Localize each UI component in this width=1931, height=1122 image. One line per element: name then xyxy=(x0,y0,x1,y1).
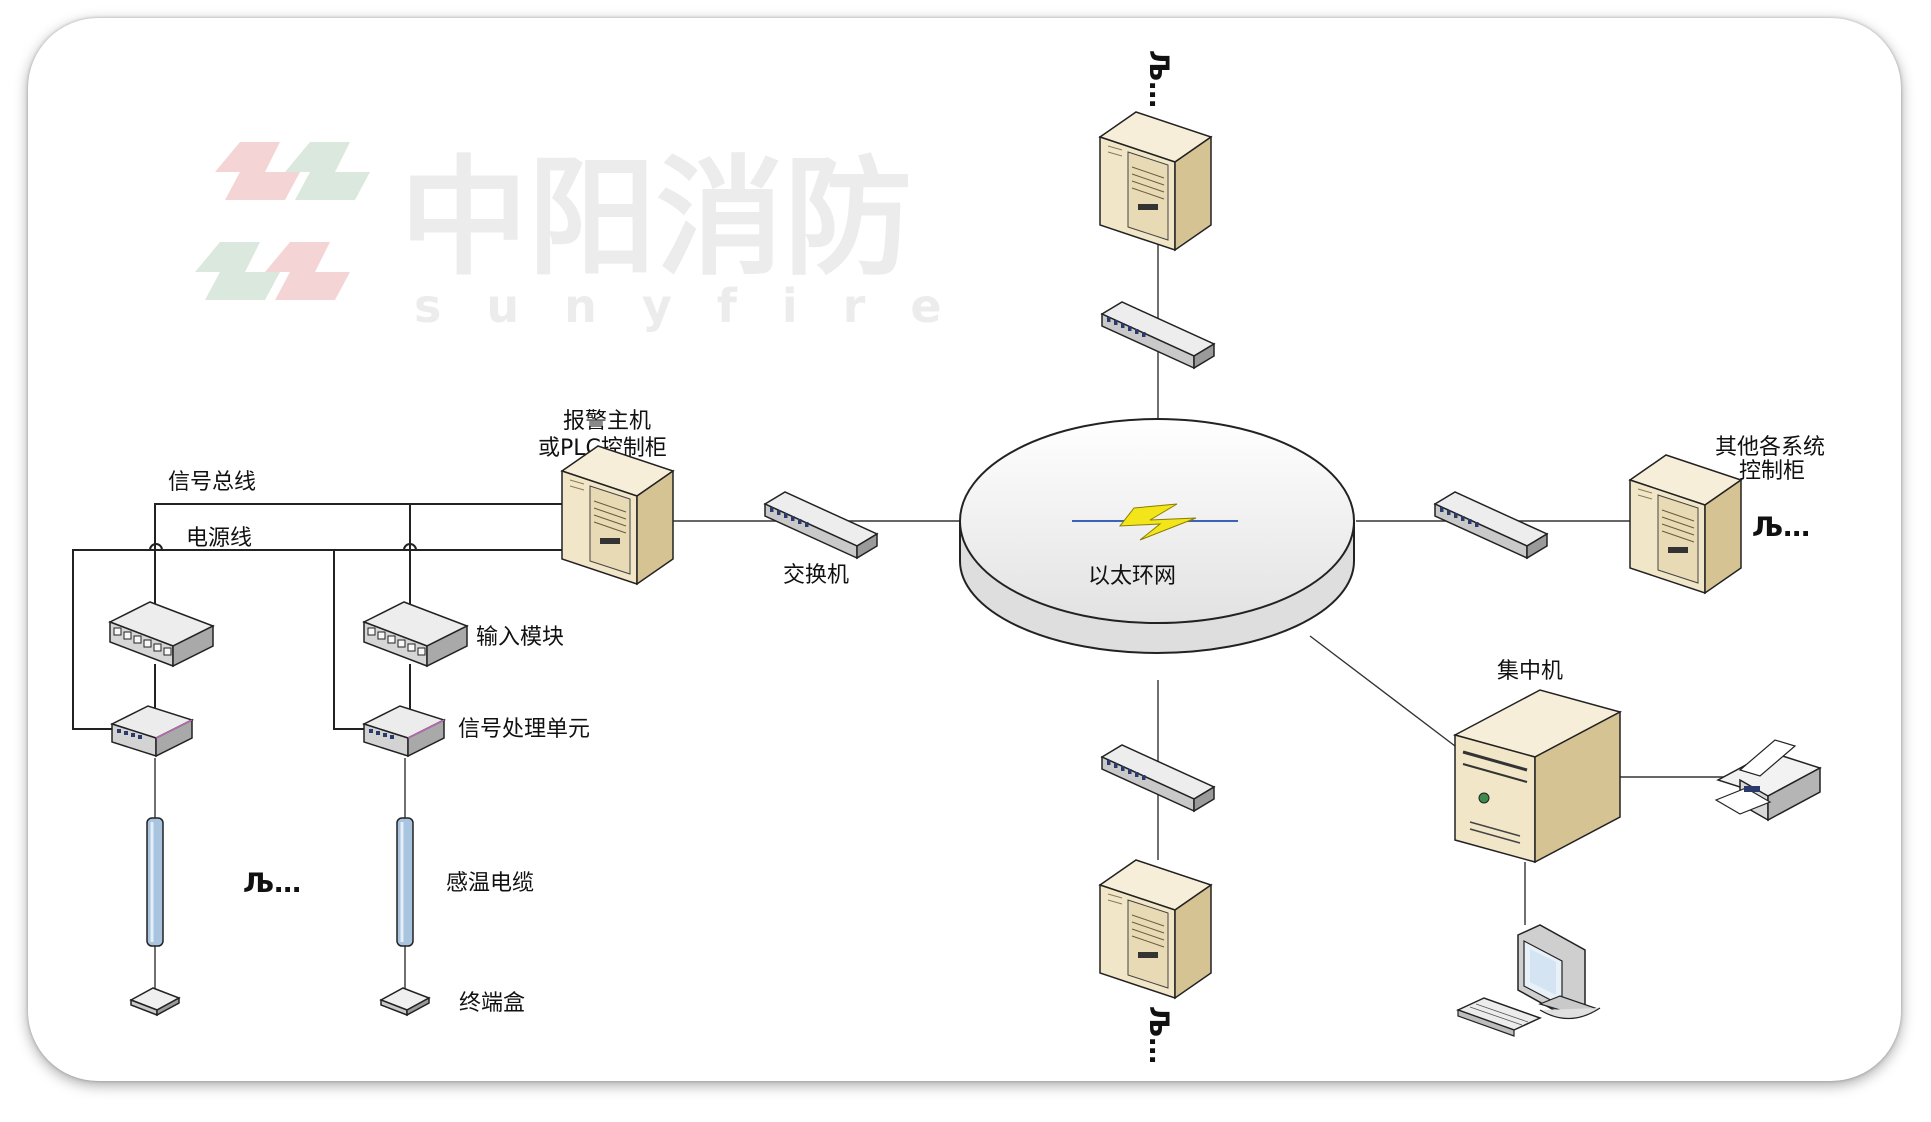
power-line-label: 电源线 xyxy=(186,526,252,551)
input-module-label: 输入模块 xyxy=(476,625,564,650)
top-server-icon xyxy=(1099,111,1212,251)
ring-label: 以太环网 xyxy=(1088,564,1176,589)
monitor-icon xyxy=(1517,924,1601,1020)
signal-unit-2 xyxy=(363,705,445,757)
signal-unit-1 xyxy=(111,705,193,757)
input-module-2 xyxy=(363,601,468,667)
printer-icon xyxy=(1714,739,1822,822)
heat-cable-1 xyxy=(145,816,165,948)
heat-cable-2 xyxy=(395,816,415,948)
keyboard-icon xyxy=(1456,997,1542,1037)
more-marker-right: Љ… xyxy=(1752,512,1810,543)
terminal-box-2 xyxy=(380,987,430,1016)
ethernet-ring: 以太环网 xyxy=(959,418,1355,654)
watermark-title: 中阳消防 xyxy=(400,144,912,293)
svg-text:控制柜: 控制柜 xyxy=(1739,459,1805,484)
lightning-icon xyxy=(1118,503,1197,541)
watermark-logo: 中阳消防 sunyfire xyxy=(195,142,987,333)
switch-icon-right xyxy=(1434,491,1548,559)
svg-text:报警主机: 报警主机 xyxy=(563,409,651,434)
input-module-1 xyxy=(109,601,214,667)
watermark-subtitle: sunyfire xyxy=(414,279,987,333)
alarm-host-server-icon xyxy=(561,445,674,585)
terminal-box-label: 终端盒 xyxy=(459,991,525,1016)
more-marker-left: Љ… xyxy=(243,868,301,899)
more-marker-top: Љ… xyxy=(1143,50,1174,108)
other-systems-server-icon xyxy=(1629,454,1742,594)
central-label: 集中机 xyxy=(1497,659,1563,684)
field-wiring xyxy=(72,503,562,990)
svg-text:其他各系统: 其他各系统 xyxy=(1715,435,1825,460)
other-systems-label: 其他各系统 控制柜 xyxy=(1715,435,1825,484)
terminal-box-1 xyxy=(130,987,180,1016)
signal-bus-label: 信号总线 xyxy=(168,470,256,495)
switch-label: 交换机 xyxy=(783,563,849,588)
more-marker-bottom: Љ… xyxy=(1143,1006,1174,1064)
central-server-icon xyxy=(1452,689,1623,864)
heat-cable-label: 感温电缆 xyxy=(446,871,534,896)
switch-icon-left xyxy=(764,491,878,559)
signal-unit-label: 信号处理单元 xyxy=(458,717,590,742)
bottom-server-icon xyxy=(1099,859,1212,999)
